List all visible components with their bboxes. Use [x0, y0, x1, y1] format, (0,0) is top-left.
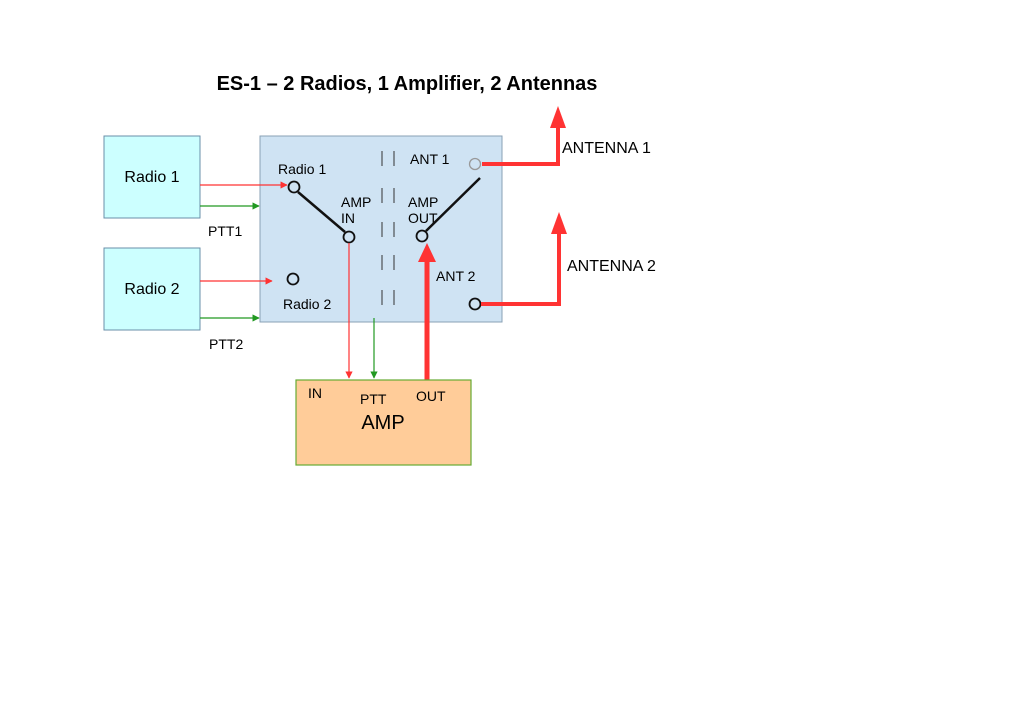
antenna-1-label: ANTENNA 1 — [562, 140, 651, 157]
amp-label: AMP — [361, 412, 404, 434]
amp-in-label: IN — [308, 385, 322, 401]
switch-amp-in-label-line1: AMP — [341, 194, 371, 210]
amp-out-arrowhead — [418, 243, 436, 262]
amplifier-box: IN PTT OUT AMP — [295, 379, 472, 466]
diagram-title: ES-1 – 2 Radios, 1 Amplifier, 2 Antennas — [217, 73, 598, 95]
switch-radio-2-port-label: Radio 2 — [283, 296, 331, 312]
amp-out-label: OUT — [416, 388, 446, 404]
antenna-1-arrowhead — [550, 106, 566, 128]
ptt2-label: PTT2 — [209, 336, 243, 352]
antenna-2-label: ANTENNA 2 — [567, 258, 656, 275]
switch-amp-in-label-line2: IN — [341, 210, 355, 226]
antenna-2-feed — [481, 230, 561, 306]
input-switch-arm — [297, 191, 346, 233]
output-switch-arm — [425, 177, 481, 232]
radio-1-contact — [287, 180, 301, 194]
switch-ant-1-port-label: ANT 1 — [410, 151, 450, 167]
antenna-1-feed — [482, 124, 560, 166]
antenna-2-arrowhead — [551, 212, 567, 234]
amp-out-contact — [415, 229, 429, 243]
switch-box — [259, 135, 503, 323]
radio-1-box: Radio 1 — [103, 135, 201, 219]
amp-in-contact — [342, 230, 356, 244]
amp-ptt-label: PTT — [360, 391, 387, 407]
ant-2-contact — [468, 297, 482, 311]
switch-amp-out-label-line1: AMP — [408, 194, 438, 210]
radio-2-label: Radio 2 — [124, 281, 179, 298]
radio-1-label: Radio 1 — [124, 169, 179, 186]
radio-2-box: Radio 2 — [103, 247, 201, 331]
isolation-divider — [381, 151, 395, 305]
switch-amp-out-label-line2: OUT — [408, 210, 438, 226]
ptt1-label: PTT1 — [208, 223, 242, 239]
ant-1-contact — [468, 157, 482, 171]
switch-ant-2-port-label: ANT 2 — [436, 268, 476, 284]
switch-radio-1-port-label: Radio 1 — [278, 161, 326, 177]
radio-2-contact — [286, 272, 300, 286]
